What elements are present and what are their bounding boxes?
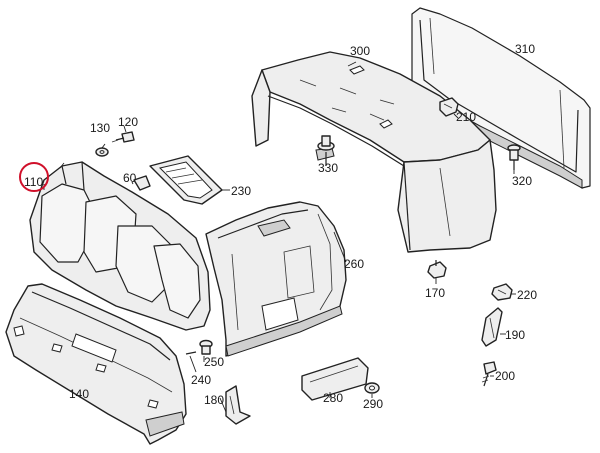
- part-220-clip[interactable]: [491, 283, 513, 301]
- label-210[interactable]: 210: [456, 110, 476, 124]
- label-230[interactable]: 230: [231, 184, 251, 198]
- leader-lines: [43, 61, 516, 413]
- part-170-clip[interactable]: [427, 260, 447, 279]
- part-290-clip[interactable]: [364, 382, 380, 394]
- label-170[interactable]: 170: [425, 286, 445, 300]
- part-120-screw[interactable]: [111, 131, 135, 143]
- label-320[interactable]: 320: [512, 174, 532, 188]
- label-310[interactable]: 310: [515, 42, 535, 56]
- label-110[interactable]: 110: [24, 175, 43, 189]
- part-280-cover-plate[interactable]: [301, 357, 369, 401]
- label-180[interactable]: 180: [204, 393, 224, 407]
- label-240[interactable]: 240: [191, 373, 211, 387]
- label-130[interactable]: 130: [90, 121, 110, 135]
- part-180-bracket[interactable]: [225, 385, 251, 425]
- label-260[interactable]: 260: [344, 257, 364, 271]
- label-60[interactable]: 60: [123, 171, 137, 185]
- part-60-clip[interactable]: [133, 175, 151, 191]
- label-250[interactable]: 250: [204, 355, 224, 369]
- part-190-bracket[interactable]: [481, 307, 503, 347]
- part-210-clip[interactable]: [439, 97, 459, 117]
- label-290[interactable]: 290: [363, 397, 383, 411]
- part-230-frame[interactable]: [149, 155, 223, 205]
- label-200[interactable]: 200: [495, 369, 515, 383]
- label-120[interactable]: 120: [118, 115, 138, 129]
- part-200-screw[interactable]: [481, 361, 497, 387]
- part-110-insulation-mat[interactable]: [29, 161, 211, 331]
- part-300-top-cover[interactable]: [251, 51, 497, 253]
- label-190[interactable]: 190: [505, 328, 525, 342]
- part-250-screw[interactable]: [185, 339, 213, 355]
- part-130-washer[interactable]: [95, 147, 109, 157]
- part-320-screw[interactable]: [507, 144, 521, 170]
- label-330[interactable]: 330: [318, 161, 338, 175]
- label-140[interactable]: 140: [69, 387, 89, 401]
- label-280[interactable]: 280: [323, 391, 343, 405]
- part-260-side-trim[interactable]: [205, 201, 347, 357]
- label-300[interactable]: 300: [350, 44, 370, 58]
- label-220[interactable]: 220: [517, 288, 537, 302]
- part-310-rear-panel[interactable]: [411, 7, 591, 189]
- part-140-lower-trim[interactable]: [5, 283, 187, 445]
- part-number-labels: 110 130 120 60 230 300 310 210 330 320 2…: [19, 42, 537, 411]
- highlight-ring: [19, 162, 49, 192]
